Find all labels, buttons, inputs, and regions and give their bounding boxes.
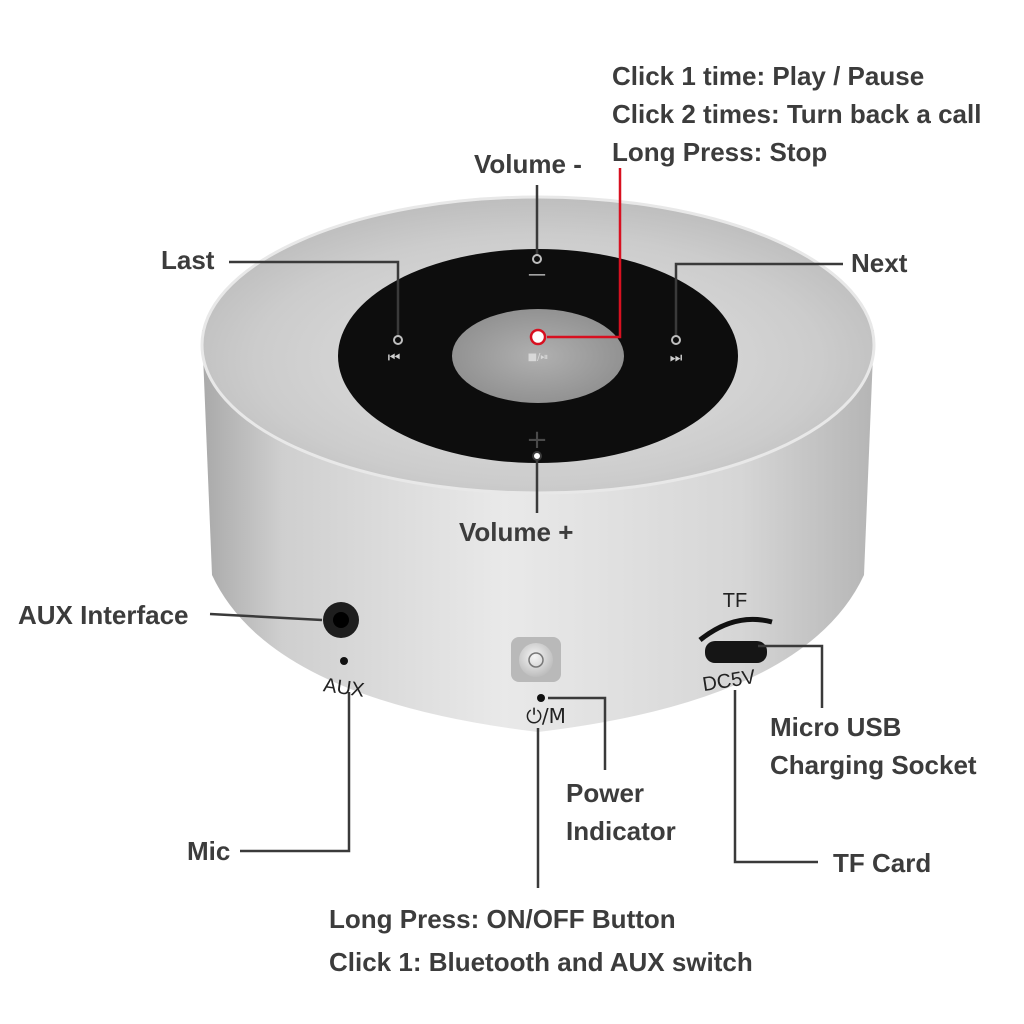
power-button-line-2: Click 1: Bluetooth and AUX switch: [329, 947, 753, 977]
touch-point-next: [671, 335, 681, 345]
touch-point-volume-minus: [532, 254, 542, 264]
tf-card-slot: [698, 616, 773, 642]
mic-label: Mic: [187, 836, 231, 866]
next-track-symbol: ⏭: [670, 350, 683, 366]
leader-last: [229, 260, 400, 338]
leader-next: [674, 262, 843, 338]
power-marking: ⏻/M: [526, 704, 566, 728]
power-indicator-line-1: Power: [566, 778, 645, 808]
play-pause-line-3: Long Press: Stop: [612, 137, 828, 167]
prev-track-symbol: ⏮: [388, 350, 401, 366]
tf-card-label: TF Card: [833, 848, 932, 878]
leader-lines: [209, 185, 843, 888]
touch-point-play-pause: [529, 328, 547, 346]
power-indicator-label: Power Indicator: [566, 774, 676, 850]
power-button-label: Long Press: ON/OFF Button Click 1: Bluet…: [329, 898, 753, 984]
aux-port-inner: [333, 612, 349, 628]
play-pause-callout: Click 1 time: Play / Pause Click 2 times…: [612, 57, 981, 171]
aux-marking: AUX: [322, 674, 366, 702]
touch-point-volume-plus: [532, 451, 542, 461]
leader-micro-usb: [758, 644, 824, 708]
mic-hole: [340, 657, 348, 665]
center-button-symbol: ■/⏯: [528, 352, 549, 363]
touch-point-last: [393, 335, 403, 345]
volume-plus-label: Volume +: [459, 517, 574, 547]
leader-tf-card: [733, 690, 818, 864]
power-button-glyph: [528, 652, 544, 668]
leader-power-indicator: [548, 696, 607, 770]
tf-marking: TF: [723, 590, 747, 612]
micro-usb-label: Micro USB Charging Socket: [770, 708, 977, 784]
touch-points: [393, 254, 681, 345]
aux-interface-label: AUX Interface: [18, 600, 189, 630]
volume-minus-label: Volume -: [474, 149, 582, 179]
micro-usb-line-2: Charging Socket: [770, 750, 977, 780]
power-button: [519, 643, 553, 677]
power-indicator-led: [537, 694, 545, 702]
volume-minus-symbol: —: [528, 264, 546, 285]
play-pause-button: [452, 309, 624, 403]
micro-usb-socket: [705, 641, 767, 663]
volume-plus-symbol: +: [526, 425, 548, 455]
power-button-line-1: Long Press: ON/OFF Button: [329, 904, 676, 934]
power-indicator-line-2: Indicator: [566, 816, 676, 846]
leader-play-pause: [547, 168, 622, 339]
last-label: Last: [161, 245, 215, 275]
play-pause-line-2: Click 2 times: Turn back a call: [612, 99, 982, 129]
play-pause-line-1: Click 1 time: Play / Pause: [612, 61, 925, 91]
leader-aux: [209, 612, 323, 622]
micro-usb-line-1: Micro USB: [770, 712, 902, 742]
leader-mic: [240, 692, 351, 853]
next-label: Next: [851, 248, 908, 278]
